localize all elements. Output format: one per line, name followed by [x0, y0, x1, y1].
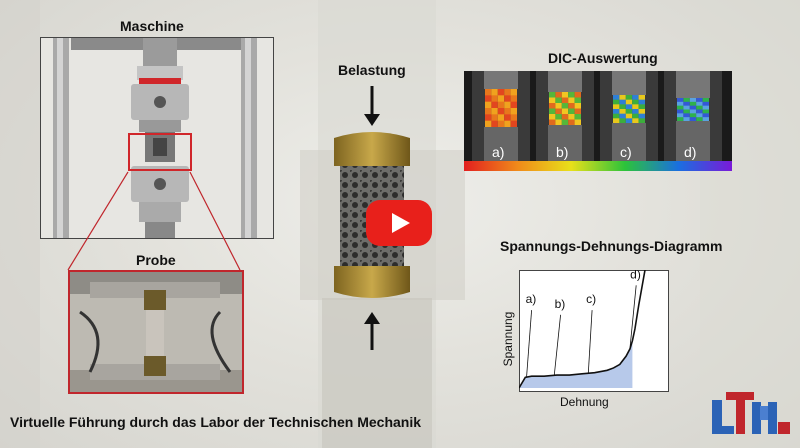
ltm-logo: [712, 392, 790, 434]
annotation-pointer: [629, 285, 637, 350]
annotation-pointer: [587, 310, 593, 374]
load-label: Belastung: [338, 62, 406, 78]
x-axis-label: Dehnung: [560, 395, 609, 409]
chart-annotation: b): [555, 297, 566, 311]
dic-frame-label: a): [492, 144, 504, 160]
dic-label: DIC-Auswertung: [548, 50, 658, 66]
y-axis-label: Spannung: [501, 311, 515, 367]
dic-panel: a) b) c) d): [464, 71, 732, 171]
y-axis-label-wrap: Spannung: [500, 292, 516, 388]
video-caption: Virtuelle Führung durch das Labor der Te…: [10, 414, 422, 430]
machine-photo: [40, 37, 274, 239]
dic-frame: c): [600, 71, 658, 161]
dic-frame-label: d): [684, 144, 696, 160]
chart-annotation: a): [526, 292, 537, 306]
chart-frame: [519, 270, 669, 392]
chart-annotation: c): [586, 292, 596, 306]
dic-frame-label: c): [620, 144, 632, 160]
dic-images: a) b) c) d): [464, 71, 732, 171]
chart-line: [518, 269, 646, 389]
dic-frame: a): [472, 71, 530, 161]
sample-label: Probe: [136, 252, 176, 268]
dic-frame: d): [664, 71, 722, 161]
sample-photo: [68, 270, 244, 394]
chart-annotation: d): [630, 270, 641, 281]
dic-frame-label: b): [556, 144, 568, 160]
dic-frame: b): [536, 71, 594, 161]
machine-label: Maschine: [120, 18, 184, 34]
stress-strain-chart: a) b) c) d): [518, 267, 669, 392]
play-icon: [392, 213, 410, 233]
color-scale-bar: [464, 161, 732, 171]
play-button[interactable]: [366, 200, 432, 246]
annotation-pointer: [526, 310, 532, 378]
annotation-pointer: [553, 314, 561, 376]
diagram-label: Spannungs-Dehnungs-Diagramm: [500, 238, 723, 254]
